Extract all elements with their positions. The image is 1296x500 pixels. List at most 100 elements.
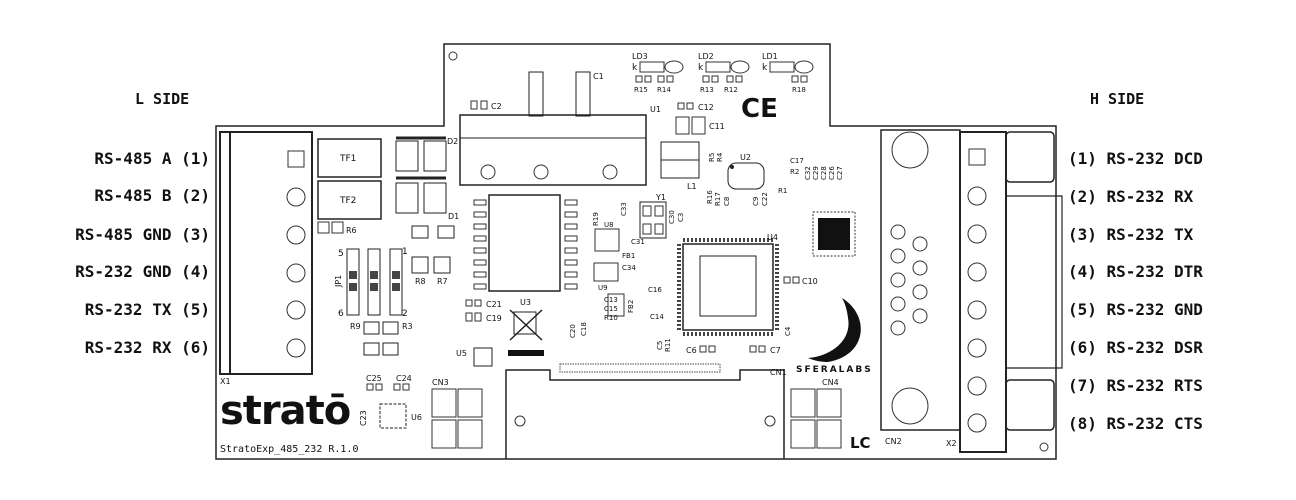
c2-label: C2 [491, 102, 502, 111]
sferalabs-logo: SFERALABS [796, 365, 873, 375]
board-version-label: StratoExp_485_232 R.1.0 [220, 444, 358, 455]
c23-label: C23 [359, 410, 368, 426]
right-pin-3: (3) RS-232 TX [1068, 225, 1194, 244]
ld2-label: LD2 [698, 52, 714, 61]
strato-logo: stratō [220, 388, 350, 434]
c12-label: C12 [698, 103, 714, 112]
cn4-connector [790, 388, 842, 449]
c32-label: C32 [804, 166, 812, 180]
d2-label: D2 [447, 137, 458, 146]
r12-label: R12 [724, 86, 738, 94]
r16-label: R16 [706, 190, 714, 204]
x1-label: X1 [220, 377, 231, 386]
r2-label: R2 [790, 168, 799, 176]
c15-label: C15 [604, 305, 618, 313]
weee-recycle-icon [508, 309, 544, 356]
tf2-component [317, 180, 382, 220]
x1-terminal-block [219, 131, 313, 375]
c11-label: C11 [709, 122, 725, 131]
c21-label: C21 [486, 300, 502, 309]
c27-label: C27 [836, 166, 844, 180]
left-pin-5: RS-232 TX (5) [84, 300, 210, 319]
u6-label: U6 [411, 413, 422, 422]
c3-label: C3 [677, 213, 685, 222]
c10-label: C10 [802, 277, 818, 286]
sferalabs-moon-icon [808, 298, 861, 362]
ld3-k: k [632, 63, 638, 73]
r6-label: R6 [346, 226, 357, 235]
c20-label: C20 [569, 324, 577, 338]
c1-label: C1 [593, 72, 604, 81]
y1-label: Y1 [655, 193, 666, 202]
ld3-label: LD3 [632, 52, 648, 61]
ce-mark: CE [741, 94, 778, 124]
led-group: LD3 LD2 LD1 k k k R15 R14 R13 R12 R18 [632, 52, 814, 94]
u3-label: U3 [520, 298, 531, 307]
r11-label: R11 [664, 338, 672, 352]
c19-label: C19 [486, 314, 502, 323]
c5-label: C5 [656, 341, 664, 350]
right-pin-4: (4) RS-232 DTR [1068, 262, 1203, 281]
l1-label: L1 [687, 182, 697, 191]
right-pin-1: (1) RS-232 DCD [1068, 149, 1203, 168]
right-pin-5: (5) RS-232 GND [1068, 300, 1203, 319]
c30-label: C30 [668, 210, 676, 224]
left-pin-2: RS-485 B (2) [94, 186, 210, 205]
u9-label: U9 [598, 284, 608, 292]
c14-label: C14 [650, 313, 664, 321]
u9-ic [593, 262, 619, 282]
mount-hole [1039, 442, 1049, 452]
c26-label: C26 [828, 166, 836, 180]
jp-1-label: 1 [402, 247, 408, 257]
left-pin-3: RS-485 GND (3) [75, 225, 210, 244]
c29-label: C29 [812, 166, 820, 180]
fb2-label: FB2 [627, 300, 635, 313]
cn1-edge-connector [505, 369, 785, 459]
u8-label: U8 [604, 221, 614, 229]
ld1-k: k [762, 63, 768, 73]
r13-label: R13 [700, 86, 714, 94]
jp1-jumper [346, 248, 403, 316]
c1-capacitor [575, 71, 591, 117]
tf1-label: TF1 [339, 154, 356, 164]
c17-label: C17 [790, 157, 804, 165]
right-pin-7: (7) RS-232 RTS [1068, 376, 1203, 395]
jp-2-label: 2 [402, 309, 408, 319]
r4-label: R4 [716, 152, 724, 162]
r15-label: R15 [634, 86, 648, 94]
cn2-label: CN2 [885, 437, 902, 446]
r14-label: R14 [657, 86, 671, 94]
cn1-label: CN1 [770, 368, 787, 377]
x2-label: X2 [946, 439, 957, 448]
r1-label: R1 [778, 187, 787, 195]
r5-label: R5 [708, 153, 716, 162]
c28-label: C28 [820, 166, 828, 180]
c6-label: C6 [686, 346, 697, 355]
u8-ic [594, 228, 620, 252]
u6-ic [379, 403, 407, 429]
u5-label: U5 [456, 349, 467, 358]
r10-label: R10 [604, 314, 618, 322]
r9-label: R9 [350, 322, 361, 331]
d1-label: D1 [448, 212, 459, 221]
jp-6-label: 6 [338, 309, 344, 319]
u1-label: U1 [650, 105, 661, 114]
u2-label: U2 [740, 153, 751, 162]
mount-hole [448, 51, 458, 61]
c8-label: C8 [723, 197, 731, 206]
r7-label: R7 [437, 277, 448, 286]
y1-crystal [639, 201, 667, 239]
u5-ic [473, 347, 493, 367]
h-side-title: H SIDE [1090, 90, 1145, 108]
right-pin-8: (8) RS-232 CTS [1068, 414, 1203, 433]
ld1-label: LD1 [762, 52, 778, 61]
c9-label: C9 [752, 197, 760, 206]
r18-label: R18 [792, 86, 806, 94]
jp1-label: JP1 [334, 275, 343, 288]
lc-mark: LC [850, 434, 871, 452]
u4-mcu [677, 238, 779, 336]
ld2-k: k [698, 63, 704, 73]
u4-label: U4 [767, 233, 778, 242]
fb1-label: FB1 [622, 252, 635, 260]
